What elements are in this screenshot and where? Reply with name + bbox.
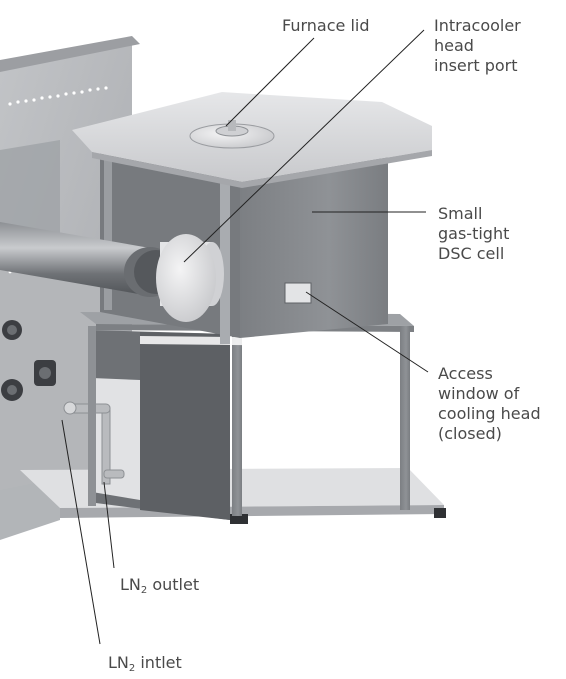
leader-access-window: [305, 291, 429, 373]
callout-furnace-lid: Furnace lid: [282, 16, 370, 35]
callout-ln2-inlet: LN2 intlet: [108, 653, 182, 679]
callout-dsc-cell: Small gas-tight DSC cell: [438, 204, 510, 263]
ln2-outlet-prefix: LN: [120, 575, 141, 594]
callout-ln2-outlet: LN2 outlet: [120, 575, 199, 601]
leader-ln2-outlet: [103, 481, 115, 569]
ln2-inlet-suffix: intlet: [135, 653, 182, 672]
intracooler-tube: [0, 222, 224, 322]
leader-ln2-inlet: [61, 419, 101, 645]
ln2-inlet-prefix: LN: [108, 653, 129, 672]
furnace-lid: [72, 92, 432, 188]
callout-insert-port: Intracooler head insert port: [434, 16, 521, 75]
leader-insert-port: [183, 29, 425, 263]
ln2-outlet-suffix: outlet: [147, 575, 200, 594]
leader-lines: [61, 29, 429, 645]
ln2-inlet-subscript: 2: [128, 663, 136, 674]
leader-furnace-lid: [225, 37, 315, 127]
ln2-outlet-subscript: 2: [140, 585, 148, 596]
callout-access-window: Access window of cooling head (closed): [438, 364, 541, 443]
